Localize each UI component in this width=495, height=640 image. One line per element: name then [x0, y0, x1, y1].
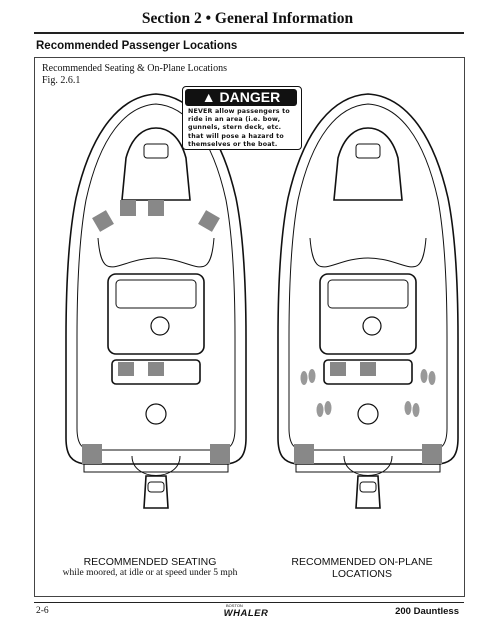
- footprint-icon: [420, 369, 428, 383]
- footprint-icon: [428, 371, 436, 385]
- console: [107, 273, 205, 355]
- leaning-post: [323, 359, 413, 385]
- hull-outline: [277, 93, 459, 465]
- anchor-hatch: [355, 143, 381, 159]
- outboard-cowl: [147, 481, 165, 493]
- seat-marker: [198, 210, 220, 232]
- seat-markers: [294, 362, 442, 464]
- cooler: [145, 403, 167, 425]
- steering-wheel: [150, 316, 170, 336]
- boston-whaler-logo: BOSTON WHALER: [216, 603, 276, 623]
- page-number: 2-6: [36, 606, 49, 616]
- motor-well: [131, 455, 181, 476]
- transom: [83, 448, 229, 473]
- outboard-motor: [355, 475, 381, 509]
- footprint-icon: [412, 403, 420, 417]
- logo-small-text: BOSTON: [226, 603, 243, 608]
- transom: [295, 448, 441, 473]
- inner-gunwale: [288, 103, 448, 451]
- page-subheading: Recommended Passenger Locations: [36, 40, 238, 52]
- danger-heading: ▲ DANGER: [185, 89, 297, 106]
- seat-marker: [148, 362, 164, 376]
- warning-triangle-icon: ▲: [201, 89, 216, 105]
- caption-seating-note: while moored, at idle or at speed under …: [62, 568, 238, 578]
- seat-marker: [422, 444, 442, 464]
- seat-marker: [120, 200, 136, 216]
- model-name: 200 Dauntless: [395, 606, 459, 617]
- seat-marker: [148, 200, 164, 216]
- danger-body: NEVER allow passengers to ride in an are…: [188, 108, 290, 148]
- header-rule: [34, 32, 464, 34]
- footer-rule: [34, 602, 464, 603]
- caption-seating-title: RECOMMENDED SEATING: [83, 556, 217, 568]
- footprint-icon: [316, 403, 324, 417]
- caption-seating: RECOMMENDED SEATING while moored, at idl…: [40, 556, 260, 578]
- footprint-markers: [300, 369, 436, 417]
- motor-well: [343, 455, 393, 476]
- figure-title: Recommended Seating & On-Plane Locations: [42, 63, 227, 74]
- console-dash: [115, 279, 197, 309]
- footprint-icon: [300, 371, 308, 385]
- logo-text: WHALER: [223, 608, 269, 619]
- section-header: Section 2 • General Information: [141, 10, 354, 27]
- seat-marker: [210, 444, 230, 464]
- boat-diagram-seating: [65, 93, 247, 509]
- console-dash: [327, 279, 409, 309]
- leaning-post: [111, 359, 201, 385]
- outboard-cowl: [359, 481, 377, 493]
- caption-on-plane-title: RECOMMENDED ON-PLANE LOCATIONS: [291, 556, 433, 580]
- hull-outline: [65, 93, 247, 465]
- forward-seating: [97, 237, 215, 268]
- figure-number: Fig. 2.6.1: [42, 75, 81, 86]
- figure-frame: [34, 57, 465, 597]
- seat-marker: [330, 362, 346, 376]
- bow-well: [121, 127, 191, 201]
- danger-label: ▲ DANGER NEVER allow passengers to ride …: [182, 86, 302, 150]
- footprint-icon: [404, 401, 412, 415]
- console: [319, 273, 417, 355]
- caption-on-plane: RECOMMENDED ON-PLANE LOCATIONS: [272, 556, 452, 580]
- seat-marker: [82, 444, 102, 464]
- seat-marker: [118, 362, 134, 376]
- outboard-motor: [143, 475, 169, 509]
- seat-markers: [82, 200, 230, 464]
- bow-well: [333, 127, 403, 201]
- footprint-icon: [308, 369, 316, 383]
- boat-diagram-on-plane: [277, 93, 459, 509]
- seat-marker: [92, 210, 114, 232]
- inner-gunwale: [76, 103, 236, 451]
- footprint-icon: [324, 401, 332, 415]
- steering-wheel: [362, 316, 382, 336]
- cooler: [357, 403, 379, 425]
- seat-marker: [294, 444, 314, 464]
- anchor-hatch: [143, 143, 169, 159]
- forward-seating: [309, 237, 427, 268]
- seat-marker: [360, 362, 376, 376]
